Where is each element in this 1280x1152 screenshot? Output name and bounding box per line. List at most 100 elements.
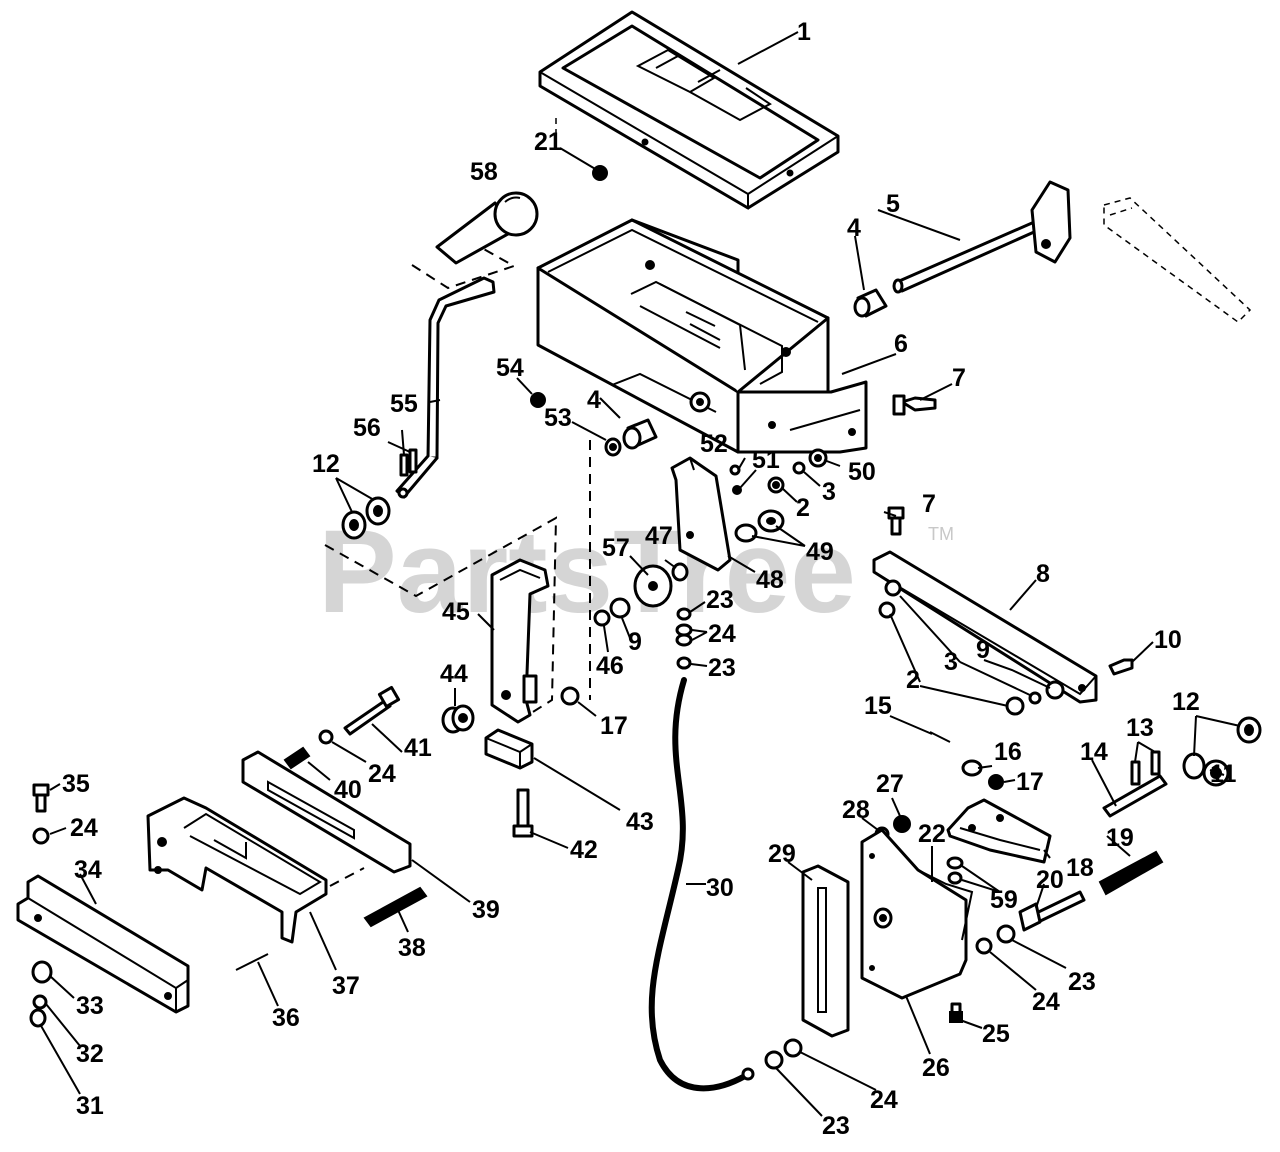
callout-24-left: 24 [368,760,396,788]
callout-50: 50 [848,458,876,486]
callout-24-far-left: 24 [70,814,98,842]
plate-34 [16,874,190,1014]
nuts-46-9 [593,597,631,627]
washers-50-3-2 [729,448,828,495]
callout-24-bottom: 24 [870,1086,898,1114]
callout-31: 31 [76,1092,104,1120]
bushing-44 [441,704,475,734]
callout-53: 53 [544,404,572,432]
callout-10: 10 [1154,626,1182,654]
callout-7-top: 7 [952,364,966,392]
callout-34: 34 [74,856,102,884]
callout-16: 16 [994,738,1022,766]
callout-21: 21 [534,128,562,156]
callout-47: 47 [645,522,673,550]
callout-2-top: 2 [796,494,810,522]
nuts-33-32-31 [29,960,53,1028]
bushing-4-top [853,288,888,318]
callout-23-upper: 23 [706,586,734,614]
bushings-12-left [341,496,391,540]
callout-24-right: 24 [1032,988,1060,1016]
callout-8: 8 [1036,560,1050,588]
callout-24-mid: 24 [708,620,736,648]
callout-46: 46 [596,652,624,680]
block-43 [484,728,534,770]
callout-14: 14 [1080,738,1108,766]
callouts: 1 21 58 5 4 6 7 54 4 53 55 56 12 52 51 5… [62,18,1237,1140]
bolt-25 [949,1002,963,1023]
callout-25: 25 [982,1020,1010,1048]
callout-2-right: 2 [906,666,920,694]
callout-17-left: 17 [600,712,628,740]
callout-20: 20 [1036,866,1064,894]
leader-lines [39,31,1241,1117]
callout-13: 13 [1126,714,1154,742]
bracket-45 [324,440,591,724]
callout-32: 32 [76,1040,104,1068]
callout-48: 48 [756,566,784,594]
plate-26 [860,828,974,1000]
bolt-7-top [892,394,937,416]
nut-17-left [560,686,580,706]
callout-30: 30 [706,874,734,902]
shift-lever [395,276,496,499]
disc-57 [633,562,689,608]
callout-29: 29 [768,840,796,868]
callout-19: 19 [1106,824,1134,852]
washer-24-far-left [32,827,50,845]
callout-9-left: 9 [628,628,642,656]
bolt-41 [343,685,401,736]
callout-6: 6 [894,330,908,358]
bar-8 [872,550,1098,704]
nuts-23-24-right [975,924,1016,955]
bolt-35 [32,783,50,813]
washers-49 [734,509,785,543]
callout-1: 1 [797,18,811,46]
callout-18: 18 [1066,854,1094,882]
callout-41: 41 [404,734,432,762]
spring-19 [1098,850,1164,896]
callout-59: 59 [990,886,1018,914]
bolt-42 [512,788,534,838]
callout-22: 22 [918,820,946,848]
bar-39 [241,750,412,874]
nut-stack-23-24 [675,607,693,670]
callout-11: 11 [1210,760,1237,788]
shift-rod [892,180,1252,323]
callout-12-left: 12 [312,450,340,478]
shift-knob [411,191,539,290]
callout-37: 37 [332,972,360,1000]
bracket-18 [946,798,1052,864]
callout-52: 52 [700,430,728,458]
callout-35: 35 [62,770,90,798]
plate-29 [801,864,850,1038]
console-box [536,218,868,454]
callout-45: 45 [442,598,470,626]
callout-42: 42 [570,836,598,864]
callout-4-top: 4 [847,214,861,242]
callout-33: 33 [76,992,104,1020]
callout-44: 44 [440,660,468,688]
frame-37 [146,796,365,944]
callout-23-mid: 23 [708,654,736,682]
callout-38: 38 [398,934,426,962]
callout-27: 27 [876,770,904,798]
rod-14 [1102,750,1168,818]
spring-38 [363,886,428,928]
callout-54: 54 [496,354,524,382]
callout-43: 43 [626,808,654,836]
pin-36 [235,953,269,971]
callout-58: 58 [470,158,498,186]
callout-56: 56 [353,414,381,442]
bracket-48 [670,456,732,572]
screw-21 [555,118,608,181]
callout-9-right: 9 [976,636,990,664]
nut-54 [530,392,546,408]
callout-3-top: 3 [822,478,836,506]
callout-5: 5 [886,190,900,218]
pin-15 [929,731,951,743]
callout-17-right: 17 [1016,768,1044,796]
bolt-7-right [887,506,905,536]
bushing-4-mid [604,418,658,457]
